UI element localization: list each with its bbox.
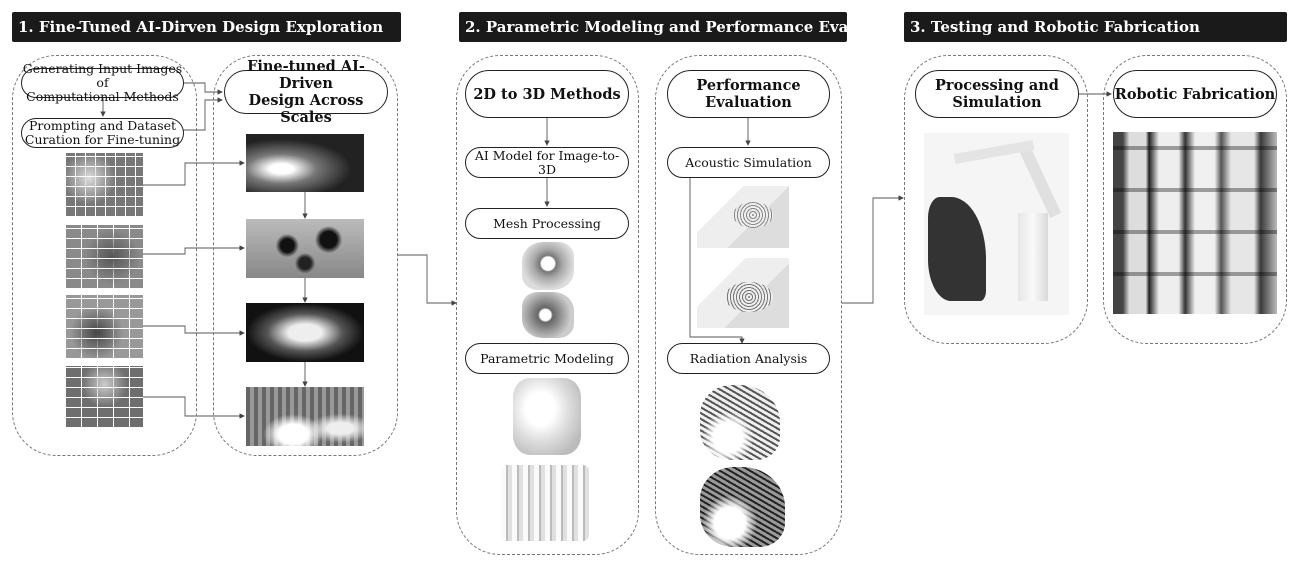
fine-tuned-design-title: Fine-tuned AI-Driven Design Across Scale… [224, 58, 388, 126]
robot-simulation-image [924, 133, 1069, 315]
ai-design-column [213, 55, 398, 456]
radiation-analysis-image [700, 467, 785, 547]
mesh-model-image [522, 292, 574, 338]
radiation-analysis-image [700, 385, 780, 460]
parametric-model-image [501, 465, 589, 541]
ai-design-render-image [246, 134, 364, 192]
acoustic-simulation-image [697, 186, 789, 248]
methods-2d-to-3d-title: 2D to 3D Methods [465, 70, 629, 118]
generating-input-images-node: Generating Input Images of Computational… [21, 61, 184, 104]
ai-model-image-to-3d-node: AI Model for Image-to-3D [465, 147, 629, 178]
robotic-column [1103, 55, 1287, 344]
ai-design-render-image [246, 303, 364, 362]
robotic-fabrication-title: Robotic Fabrication [1113, 70, 1277, 118]
parametric-modeling-node: Parametric Modeling [465, 343, 629, 374]
section-header-2: 2. Parametric Modeling and Performance E… [459, 12, 908, 42]
section-header-1: 1. Fine-Tuned AI-Dirven Design Explorati… [12, 12, 401, 42]
acoustic-simulation-image [697, 258, 789, 328]
mesh-model-image [522, 242, 574, 290]
section-header-3: 3. Testing and Robotic Fabrication [904, 12, 1287, 42]
dataset-grid-image [66, 295, 143, 358]
dataset-grid-image [66, 225, 143, 288]
mesh-processing-node: Mesh Processing [465, 208, 629, 239]
prompting-dataset-node: Prompting and Dataset Curation for Fine-… [21, 118, 184, 148]
acoustic-simulation-node: Acoustic Simulation [667, 147, 830, 178]
dataset-grid-image [66, 153, 143, 216]
performance-evaluation-title: Performance Evaluation [667, 70, 830, 118]
ai-design-render-image [246, 387, 364, 446]
processing-simulation-title: Processing and Simulation [915, 70, 1079, 118]
dataset-grid-image [66, 366, 143, 427]
processing-column [904, 55, 1088, 344]
ai-design-render-image [246, 219, 364, 278]
performance-column [655, 55, 842, 555]
inputs-column [12, 55, 197, 456]
methods-column [456, 55, 639, 555]
radiation-analysis-node: Radiation Analysis [667, 343, 830, 374]
parametric-model-image [513, 378, 581, 455]
robotic-fabrication-photo [1113, 132, 1277, 314]
